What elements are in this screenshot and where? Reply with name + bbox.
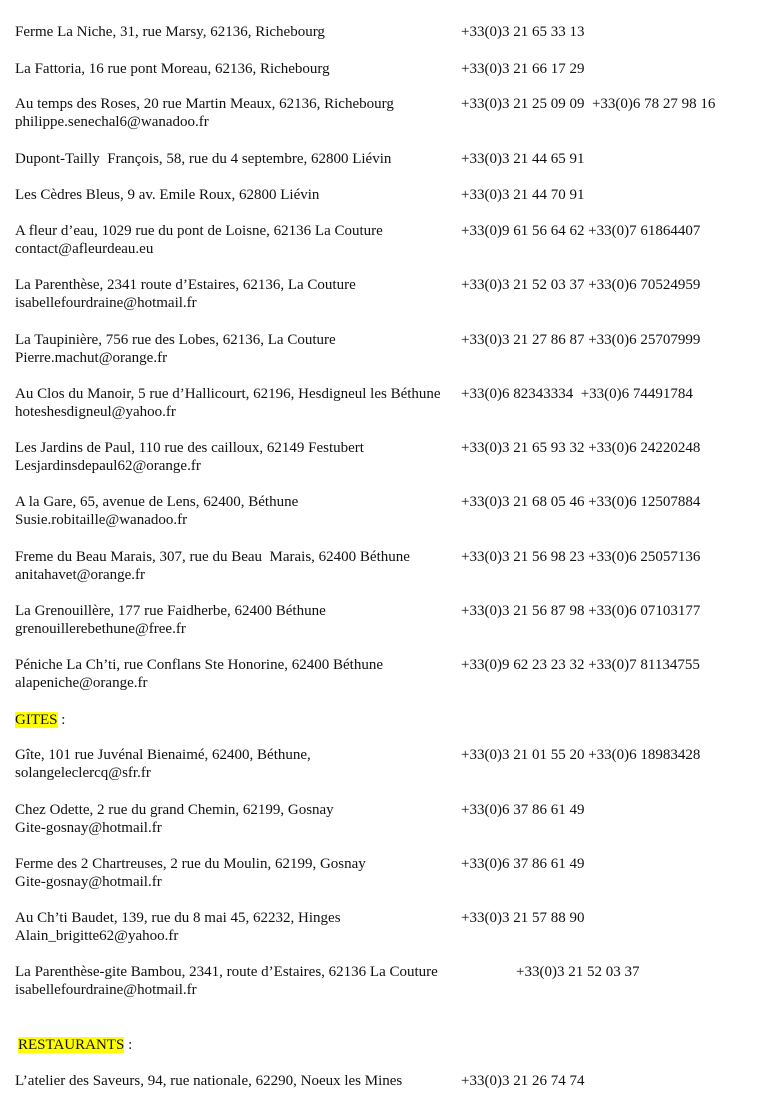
- entry-email[interactable]: isabellefourdraine@hotmail.fr: [15, 295, 197, 311]
- entry-email[interactable]: isabellefourdraine@hotmail.fr: [15, 982, 197, 998]
- entry-phone: +33(0)3 21 01 55 20 +33(0)6 18983428: [461, 747, 701, 763]
- entry-email[interactable]: contact@afleurdeau.eu: [15, 241, 154, 257]
- entry-email[interactable]: alapeniche@orange.fr: [15, 675, 148, 691]
- entry-name: Dupont-Tailly François, 58, rue du 4 sep…: [15, 151, 392, 167]
- restaurants-heading-label: RESTAURANTS: [18, 1037, 125, 1053]
- entry-name: Au Clos du Manoir, 5 rue d’Hallicourt, 6…: [15, 386, 441, 402]
- entry-name: Au Ch’ti Baudet, 139, rue du 8 mai 45, 6…: [15, 910, 341, 926]
- entry-name: La Grenouillère, 177 rue Faidherbe, 6240…: [15, 603, 326, 619]
- entry-name: Chez Odette, 2 rue du grand Chemin, 6219…: [15, 802, 334, 818]
- entry-email[interactable]: hoteshesdigneul@yahoo.fr: [15, 404, 176, 420]
- entry-phone: +33(0)3 21 25 09 09 +33(0)6 78 27 98 16: [461, 96, 716, 112]
- entry-phone: +33(0)3 21 52 03 37 +33(0)6 70524959: [461, 277, 701, 293]
- entry-email[interactable]: solangeleclercq@sfr.fr: [15, 765, 151, 781]
- entry-name: A fleur d’eau, 1029 rue du pont de Loisn…: [15, 223, 383, 239]
- entry-phone: +33(0)3 21 65 33 13: [461, 24, 585, 40]
- entry-email[interactable]: philippe.senechal6@wanadoo.fr: [15, 114, 209, 130]
- entry-name: Péniche La Ch’ti, rue Conflans Ste Honor…: [15, 657, 383, 673]
- entry-phone: +33(0)3 21 56 98 23 +33(0)6 25057136: [461, 549, 701, 565]
- entry-name: Les Cèdres Bleus, 9 av. Emile Roux, 6280…: [15, 187, 320, 203]
- entry-name: Au temps des Roses, 20 rue Martin Meaux,…: [15, 96, 394, 112]
- entry-phone: +33(0)6 37 86 61 49: [461, 802, 585, 818]
- entry-name: La Parenthèse-gite Bambou, 2341, route d…: [15, 964, 438, 980]
- entry-email[interactable]: grenouillerebethune@free.fr: [15, 621, 186, 637]
- restaurants-heading-suffix: :: [124, 1037, 133, 1053]
- entry-phone: +33(0)3 21 65 93 32 +33(0)6 24220248: [461, 440, 701, 456]
- entry-name: La Fattoria, 16 rue pont Moreau, 62136, …: [15, 61, 330, 77]
- entry-name: La Taupinière, 756 rue des Lobes, 62136,…: [15, 332, 336, 348]
- entry-phone: +33(0)3 21 57 88 90: [461, 910, 585, 926]
- entry-phone: +33(0)3 21 56 87 98 +33(0)6 07103177: [461, 603, 701, 619]
- gites-heading: GITES :: [15, 711, 65, 729]
- entry-phone: +33(0)3 21 52 03 37: [516, 964, 640, 980]
- entry-phone: +33(0)3 21 66 17 29: [461, 61, 585, 77]
- entry-name: Les Jardins de Paul, 110 rue des caillou…: [15, 440, 364, 456]
- entry-phone: +33(0)6 37 86 61 49: [461, 856, 585, 872]
- entry-name: La Parenthèse, 2341 route d’Estaires, 62…: [15, 277, 356, 293]
- entry-email[interactable]: Gite-gosnay@hotmail.fr: [15, 820, 162, 836]
- entry-phone: +33(0)3 21 44 70 91: [461, 187, 585, 203]
- entry-phone: +33(0)3 21 68 05 46 +33(0)6 12507884: [461, 494, 701, 510]
- entry-name: A la Gare, 65, avenue de Lens, 62400, Bé…: [15, 494, 299, 510]
- restaurants-heading: RESTAURANTS :: [18, 1036, 132, 1054]
- entry-phone: +33(0)9 62 23 23 32 +33(0)7 81134755: [461, 657, 700, 673]
- entry-phone: +33(0)6 82343334 +33(0)6 74491784: [461, 386, 693, 402]
- entry-email[interactable]: Alain_brigitte62@yahoo.fr: [15, 928, 179, 944]
- entry-email[interactable]: Susie.robitaille@wanadoo.fr: [15, 512, 188, 528]
- entry-email[interactable]: Pierre.machut@orange.fr: [15, 350, 168, 366]
- entry-email[interactable]: Lesjardinsdepaul62@orange.fr: [15, 458, 201, 474]
- entry-email[interactable]: Gite-gosnay@hotmail.fr: [15, 874, 162, 890]
- entry-email[interactable]: anitahavet@orange.fr: [15, 567, 145, 583]
- entry-phone: +33(0)3 21 26 74 74: [461, 1073, 585, 1089]
- entry-name: Ferme La Niche, 31, rue Marsy, 62136, Ri…: [15, 24, 325, 40]
- gites-heading-label: GITES: [15, 712, 58, 728]
- entry-name: Gîte, 101 rue Juvénal Bienaimé, 62400, B…: [15, 747, 311, 763]
- entry-phone: +33(0)3 21 44 65 91: [461, 151, 585, 167]
- entry-phone: +33(0)3 21 27 86 87 +33(0)6 25707999: [461, 332, 701, 348]
- entry-name: Ferme des 2 Chartreuses, 2 rue du Moulin…: [15, 856, 366, 872]
- entry-name: Freme du Beau Marais, 307, rue du Beau M…: [15, 549, 410, 565]
- gites-heading-suffix: :: [57, 712, 66, 728]
- entry-name: L’atelier des Saveurs, 94, rue nationale…: [15, 1073, 403, 1089]
- entry-phone: +33(0)9 61 56 64 62 +33(0)7 61864407: [461, 223, 701, 239]
